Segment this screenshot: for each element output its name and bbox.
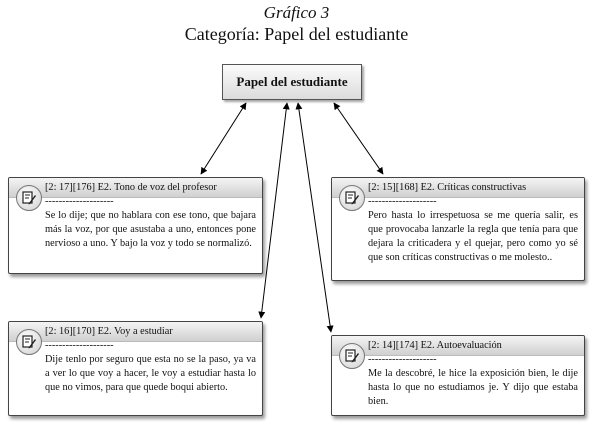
quote-box[interactable]: [2: 14][174] E2. Autoevaluación --------… — [331, 335, 585, 416]
quote-header: [2: 14][174] E2. Autoevaluación — [368, 340, 502, 351]
quote-divider: -------------------- — [368, 354, 437, 365]
quote-box[interactable]: [2: 15][168] E2. Críticas constructivas … — [331, 177, 585, 281]
quote-header-bar — [332, 178, 584, 198]
quote-header-bar — [9, 322, 262, 342]
center-node[interactable]: Papel del estudiante — [222, 64, 362, 100]
figure-title: Gráfico 3 — [263, 3, 330, 22]
quote-note-icon — [16, 329, 42, 355]
connector-quote-3 — [258, 102, 290, 319]
figure-subtitle: Categoría: Papel del estudiante — [184, 24, 409, 44]
quote-header-bar — [332, 336, 584, 356]
quote-box[interactable]: [2: 16][170] E2. Voy a estudiar --------… — [8, 321, 263, 416]
connector-quote-4 — [295, 102, 334, 333]
quote-text: Se lo dije; que no hablara con ese tono,… — [45, 210, 256, 249]
quote-header: [2: 15][168] E2. Críticas constructivas — [368, 182, 527, 193]
connector-quote-2 — [333, 102, 384, 175]
quote-header: [2: 16][170] E2. Voy a estudiar — [45, 326, 173, 337]
quote-note-icon — [339, 343, 365, 369]
quote-divider: -------------------- — [368, 196, 437, 207]
quote-divider: -------------------- — [45, 196, 114, 207]
quote-note-icon — [339, 185, 365, 211]
quote-divider: -------------------- — [45, 340, 114, 351]
quote-text: Pero hasta lo irrespetuosa se me quería … — [368, 210, 578, 263]
quote-box[interactable]: [2: 17][176] E2. Tono de voz del profeso… — [8, 177, 263, 274]
quote-header-bar — [9, 178, 262, 198]
connector-quote-1 — [200, 102, 247, 175]
quote-text: Dije tenlo por seguro que esta no se la … — [45, 354, 256, 393]
quote-text: Me la descobré, le hice la exposición bi… — [368, 368, 578, 407]
quote-note-icon — [16, 185, 42, 211]
center-node-label: Papel del estudiante — [236, 74, 348, 89]
quote-header: [2: 17][176] E2. Tono de voz del profeso… — [45, 182, 217, 193]
